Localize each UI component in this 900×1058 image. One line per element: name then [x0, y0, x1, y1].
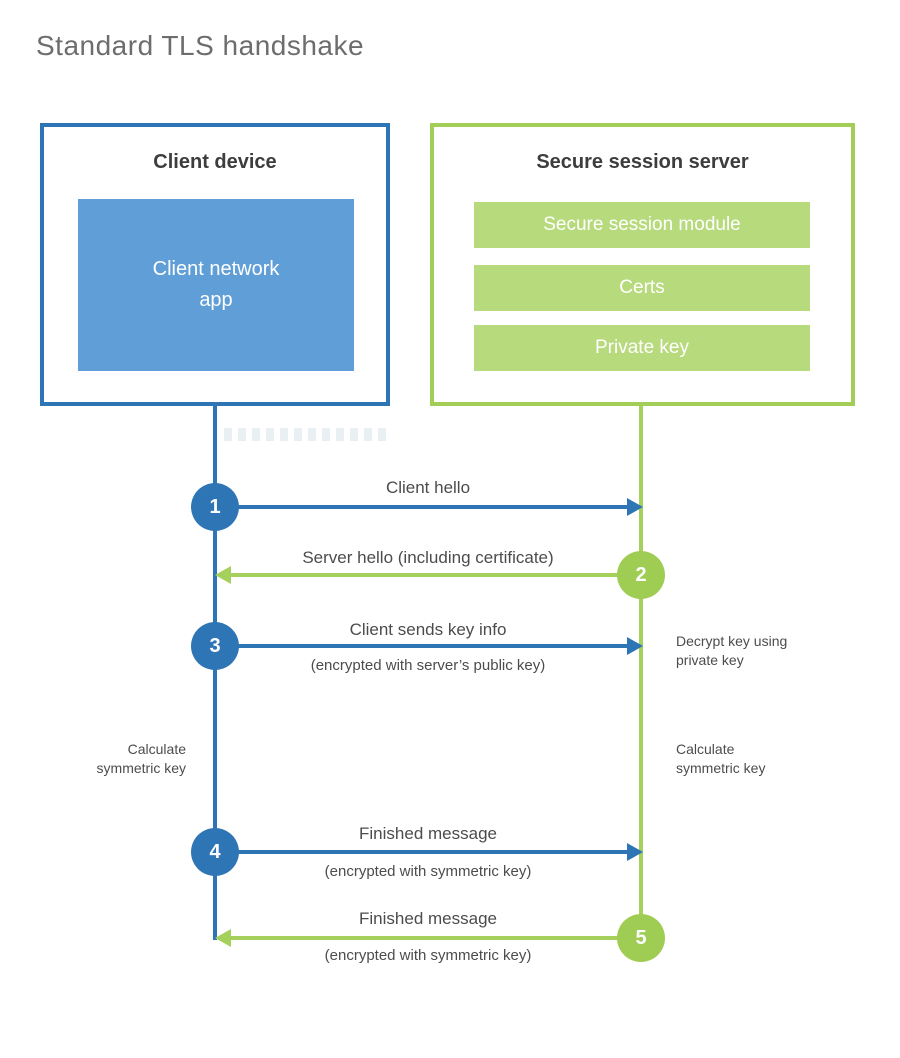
client-network-app-box: Client network app: [78, 199, 354, 371]
step3-sublabel: (encrypted with server’s public key): [310, 657, 546, 674]
server-module-certs: Certs: [474, 265, 810, 311]
step3-arrow-head-right-icon: [627, 637, 643, 655]
step5-arrow-line: [231, 936, 641, 940]
step2-arrow-head-left-icon: [215, 566, 231, 584]
step4-circle: 4: [191, 828, 239, 876]
step5-sublabel: (encrypted with symmetric key): [324, 947, 532, 964]
step1-arrow-line: [215, 505, 629, 509]
step1-arrow-head-right-icon: [627, 498, 643, 516]
server-module-private-key: Private key: [474, 325, 810, 371]
step2-label: Server hello (including certificate): [302, 548, 554, 567]
server-module-secure-session: Secure session module: [474, 202, 810, 248]
step3-arrow-line: [215, 644, 629, 648]
secure-session-server-box: Secure session server Secure session mod…: [430, 123, 855, 406]
step2-arrow-line: [231, 573, 641, 577]
server-lifeline: [639, 406, 643, 938]
client-lifeline: [213, 406, 217, 940]
step2-circle: 2: [617, 551, 665, 599]
client-device-box: Client device Client network app: [40, 123, 390, 406]
faint-watermark-artifact: [224, 428, 388, 441]
step3-label: Client sends key info: [349, 620, 507, 639]
note-calculate-symmetric-key-server: Calculate symmetric key: [676, 741, 766, 776]
step4-label: Finished message: [359, 824, 497, 843]
note-calculate-symmetric-key-client: Calculate symmetric key: [96, 741, 186, 776]
step4-arrow-head-right-icon: [627, 843, 643, 861]
step5-label: Finished message: [359, 909, 497, 928]
step4-sublabel: (encrypted with symmetric key): [324, 863, 532, 880]
note-decrypt-key: Decrypt key using private key: [676, 633, 788, 668]
secure-session-server-title: Secure session server: [536, 151, 749, 173]
client-device-title: Client device: [153, 151, 277, 173]
page-title: Standard TLS handshake: [36, 30, 365, 61]
step5-circle: 5: [617, 914, 665, 962]
step1-label: Client hello: [385, 478, 471, 497]
step3-circle: 3: [191, 622, 239, 670]
step1-circle: 1: [191, 483, 239, 531]
step5-arrow-head-left-icon: [215, 929, 231, 947]
step4-arrow-line: [215, 850, 629, 854]
